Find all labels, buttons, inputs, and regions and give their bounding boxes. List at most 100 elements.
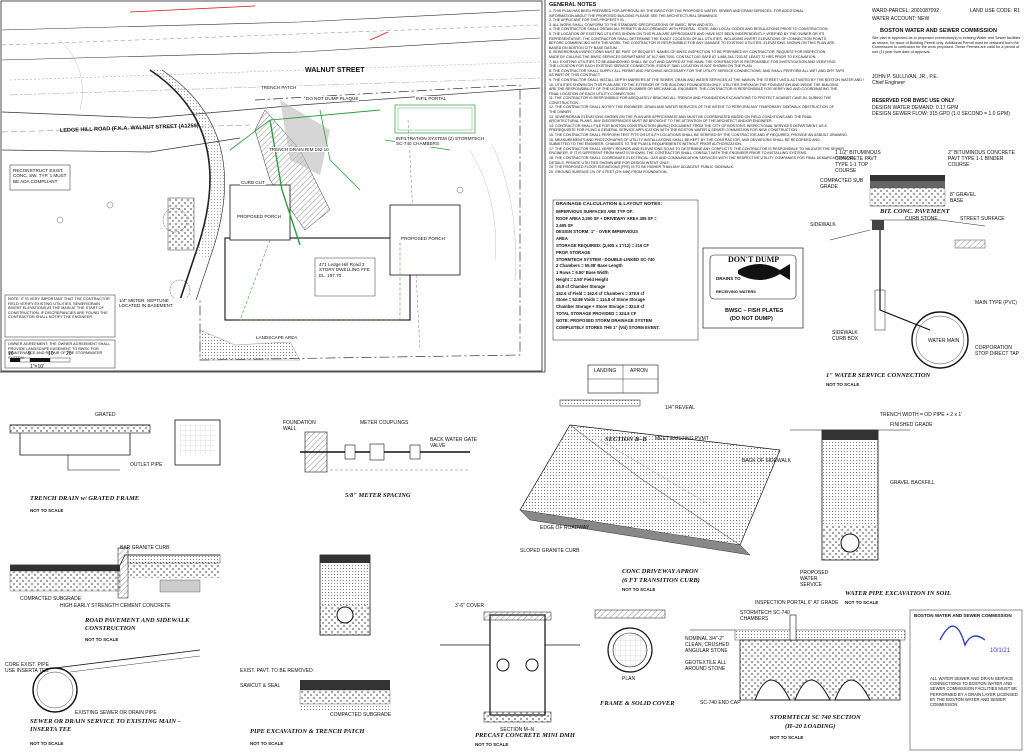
general-note-line: INFORMATION ABOUT THE PROPOSED BUILDING …	[549, 13, 719, 18]
walnut-edge-top	[1, 9, 541, 31]
reconstruct-callout	[9, 164, 71, 191]
pipe-excavation-nts: NOT TO SCALE	[250, 741, 284, 746]
general-note-line: BASED ON BOSTON CITY BASE DATUM.	[549, 45, 618, 50]
td-grated: GRATED	[95, 412, 116, 418]
walnut-street-label: WALNUT STREET	[305, 67, 365, 74]
dmh-section: SECTION M–N	[500, 727, 535, 733]
st-port: INSPECTION PORTAL 6" AT GRADE	[755, 600, 839, 606]
pipe-excavation-detail	[299, 554, 391, 710]
contractor-note-text: NOTE: IT IS VERY IMPORTANT THAT THE CONT…	[8, 297, 110, 320]
apron-landing: LANDING	[594, 368, 617, 374]
pe-subgrade: COMPACTED SUBGRADE	[330, 712, 392, 718]
trench-patch-label: TRENCH PATCH	[260, 85, 298, 91]
bb-edge: EDGE OF ROADWAY	[540, 525, 590, 531]
general-notes-list: 1. THIS PLAN HAS BEEN PREPARED FOR APPRO…	[549, 9, 864, 199]
survey-point	[456, 186, 464, 194]
meter-location-label: 1/4" METER, NEPTUNE LOCATED IN BASEMENT	[118, 298, 190, 309]
section-bb-title: SECTION B–B	[605, 436, 647, 443]
proposed-water-line	[229, 109, 381, 151]
drainage-calc-box	[552, 199, 699, 341]
contractor-note-box	[4, 294, 116, 338]
walnut-edge-bottom	[1, 37, 541, 61]
drainage-calc-line: AREA	[556, 236, 568, 242]
do-not-dump-label: DO NOT DUMP PLAQUE	[305, 96, 360, 102]
fish-caption-1: BWSC – FISH PLATES	[725, 308, 784, 314]
driveway-apron-sub: (6 FT TRANSITION CURB)	[622, 577, 700, 584]
infiltration-label: INFILTRATION SYSTEM (2) STORMTECH SC-740…	[395, 136, 492, 147]
drainage-calc-line: TOTAL STORAGE PROVIDED = 324.8 CF	[556, 310, 637, 316]
drainage-calc-line: NOTE: PROPOSED STORM DRAINAGE SYSTEM	[556, 317, 653, 323]
signer-title: Chief Engineer	[872, 80, 906, 86]
proposed-drain-line	[269, 119, 301, 246]
owner-agreement-text: OWNER AGREEMENT: THE OWNER AGREEMENT SHA…	[8, 342, 111, 360]
general-note-line: MADE BY CALLING THE BWSC SERVICES DEPART…	[549, 54, 817, 59]
general-note-line: 10. UTILITIES SHOWN ON THIS PLAN ARE TO …	[549, 82, 839, 87]
owner-agreement-box	[4, 339, 116, 369]
site-plan	[0, 0, 543, 372]
frame-plan: PLAN	[622, 676, 636, 682]
ws-curb-stone: CURB STONE	[905, 216, 938, 222]
general-note-line: AS PART OF THIS CONTRACT.	[549, 73, 601, 78]
reserved-label: RESERVED FOR BWSC USE ONLY	[872, 98, 955, 104]
chamber-plan-inner	[397, 107, 473, 131]
scale-tick-20: 20	[66, 351, 72, 357]
contour	[59, 39, 83, 111]
scale-label: 1"=10'	[30, 364, 44, 370]
parcel-line-red	[129, 5, 256, 13]
site-plan-border	[0, 0, 543, 372]
ws-corp-stop: CORPORATION STOP DIRECT TAP	[975, 345, 1019, 357]
general-note-line: CONSTRUCTION.	[549, 100, 579, 105]
frame-cover-title: FRAME & SOLID COVER	[600, 700, 675, 707]
precast-dmh-detail	[440, 611, 580, 723]
general-note-line: 19. THE PROPOSED FLOOR ELEVATIONS (FFE) …	[549, 165, 735, 170]
porch-right-label: PROPOSED PORCH	[400, 236, 452, 242]
survey-point	[106, 201, 114, 209]
water-service-title: 1" WATER SERVICE CONNECTION	[826, 372, 931, 379]
general-note-line: 3. ALL WORK SHALL CONFORM TO THE STANDAR…	[549, 22, 714, 27]
general-note-line: THE OWNER.	[549, 110, 572, 115]
st-chambers: STORMTECH SC-740 CHAMBERS	[740, 610, 790, 622]
water-main-pipe	[911, 311, 969, 369]
precast-dmh-nts: NOT TO SCALE	[475, 742, 509, 747]
infil-portal-label: INFIL PORTAL	[415, 96, 448, 102]
water-account: WATER ACCOUNT: NEW	[872, 16, 930, 22]
general-note-line: BEFORE COMMENCING WITH THE WORK. THE CON…	[549, 41, 835, 46]
apron-granite: SLOPED GRANITE CURB	[520, 548, 580, 554]
ws-curb-box: SIDEWALK CURB BOX	[832, 330, 859, 342]
stamp-title: BOSTON WATER AND SEWER COMMISSION	[914, 613, 1012, 618]
meter-spacing-detail	[300, 431, 470, 473]
general-note-line: 15. THE CONTRACTOR SHALL PERFORM TEST PI…	[549, 133, 848, 138]
driveway-apron-title: CONC DRIVEWAY APRON	[622, 568, 699, 575]
trench-drain-detail	[9, 419, 221, 471]
general-note-line: 4. THE CONTRACTOR SHALL OBTAIN ALL PERMI…	[549, 27, 829, 32]
stamp-date: 10/1/21	[990, 648, 1011, 654]
drainage-calc-line: 2 Chambers = 55.08' Base Length	[556, 263, 623, 269]
porch-left-label: PROPOSED PORCH	[236, 214, 288, 220]
road-gravel-base: 8" GRAVEL BASE	[950, 192, 976, 204]
sewer-line	[9, 61, 541, 81]
st-end-cap: SC-740 END CAP	[700, 700, 741, 706]
drainage-calc-line: Stone = 52.89 Voids = 114.8 of Stone Sto…	[556, 297, 645, 303]
sheet-divider	[0, 0, 546, 373]
landscape-area	[199, 329, 301, 361]
ward-parcel: WARD-PARCEL: 2001087092	[872, 8, 939, 14]
drainage-calc-heading: DRAINAGE CALCULATION & LAYOUT NOTES:	[556, 202, 663, 207]
general-note-line: REPRESENTATIVE. THE CONTRACTOR SHALL DET…	[549, 36, 827, 41]
general-note-line: 6. SEWER/DRAIN INSPECTIONS MUST BE PART …	[549, 50, 826, 55]
rp-subgrade: COMPACTED SUBGRADE	[20, 596, 82, 602]
general-note-line: THE LOCATION FOR EACH EXISTING SERVICE C…	[549, 64, 753, 69]
property-line	[199, 84, 521, 361]
general-note-line: ARE THE RESPONSIBILITY OF THE LICENSED P…	[549, 87, 838, 92]
general-note-line: FINAL LOCATION OF EACH UTILITY CONNECTIO…	[549, 91, 636, 96]
signature-mark	[939, 625, 986, 647]
water-line	[9, 77, 541, 96]
trench-drain-title: TRENCH DRAIN w/ GRATED FRAME	[30, 495, 140, 502]
sc-existing: EXISTING SEWER OR DRAIN PIPE	[75, 710, 157, 716]
sewer-connection-title: SEWER OR DRAIN SERVICE TO EXISTING MAIN …	[30, 718, 181, 733]
scale-tick-0: 0	[28, 351, 31, 357]
drainage-calc-line: STORMTECH SYSTEM - DOUBLE-LINKED SC-740	[556, 256, 655, 262]
bwsc-approval-text: Site plan is approved as to proposed con…	[872, 36, 1021, 54]
parcel-mark-red	[369, 31, 389, 41]
driveway-apron-detail	[519, 364, 781, 556]
fish-sign-text: DON'T DUMP	[728, 255, 780, 264]
